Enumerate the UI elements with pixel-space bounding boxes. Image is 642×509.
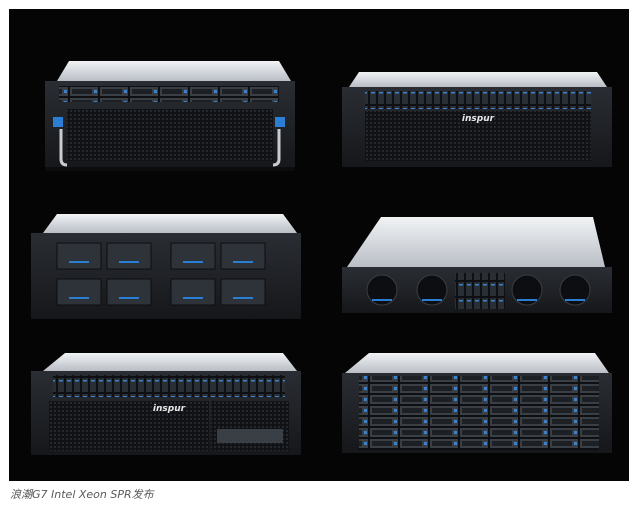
product-photo: inspur	[9, 9, 629, 481]
server-4u-dense: inspur	[31, 353, 301, 455]
server-logo: inspur	[153, 404, 186, 414]
server-4u-gpu	[45, 61, 295, 171]
server-4u-storage-bays	[342, 353, 612, 453]
image-caption: 浪潮G7 Intel Xeon SPR发布	[10, 488, 154, 501]
server-4u-storage: inspur	[342, 72, 612, 167]
server-2u-fans	[342, 217, 612, 313]
server-4u-modular	[31, 214, 301, 319]
server-logo: inspur	[462, 114, 495, 124]
